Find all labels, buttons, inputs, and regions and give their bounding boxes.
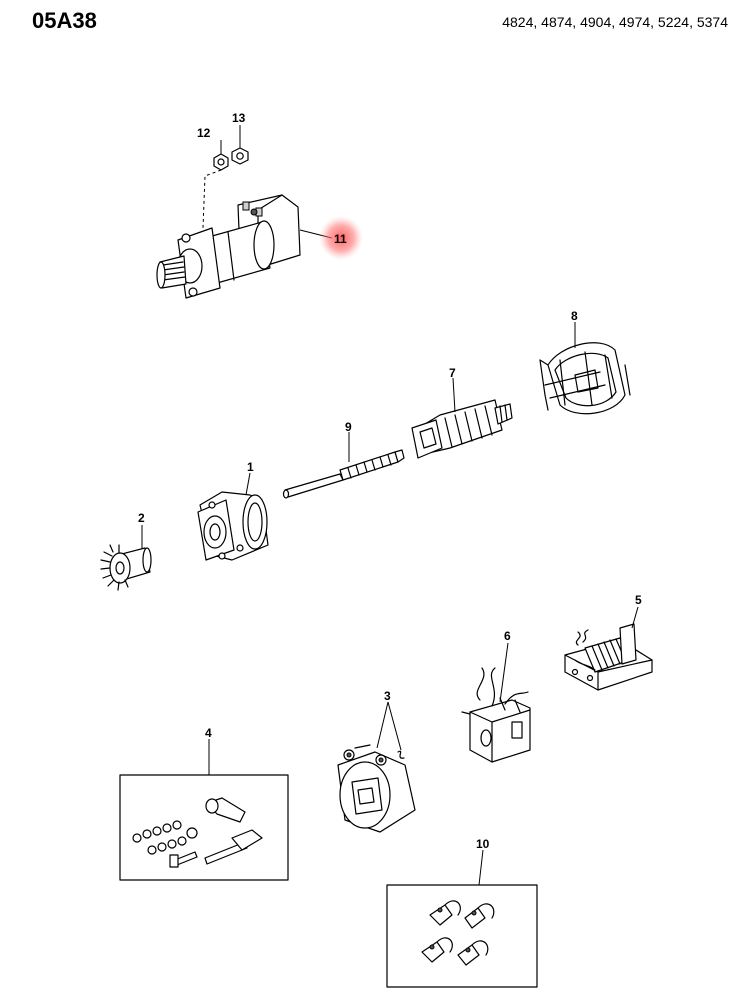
armature[interactable] bbox=[411, 399, 513, 459]
commutator-end-housing[interactable] bbox=[337, 744, 416, 833]
brush-set bbox=[421, 900, 495, 966]
callout-2[interactable]: 2 bbox=[138, 511, 145, 525]
hardware-kit-box[interactable] bbox=[119, 774, 289, 881]
brush-holder-plate[interactable] bbox=[461, 667, 531, 763]
pivot-stud bbox=[204, 841, 248, 865]
callout-8[interactable]: 8 bbox=[571, 309, 578, 323]
through-bolt[interactable] bbox=[282, 449, 405, 499]
callout-6[interactable]: 6 bbox=[504, 629, 511, 643]
callout-10[interactable]: 10 bbox=[476, 837, 490, 851]
page-code: 05A38 bbox=[32, 8, 97, 33]
highlight-marker bbox=[319, 216, 363, 260]
nut-13[interactable] bbox=[231, 147, 249, 165]
nut-12[interactable] bbox=[213, 153, 229, 171]
callout-12[interactable]: 12 bbox=[197, 126, 211, 140]
callout-5[interactable]: 5 bbox=[635, 593, 642, 607]
callout-3[interactable]: 3 bbox=[384, 689, 391, 703]
model-numbers: 4824, 4874, 4904, 4974, 5224, 5374 bbox=[502, 14, 728, 30]
callout-1[interactable]: 1 bbox=[247, 460, 254, 474]
washer-set bbox=[132, 820, 198, 855]
callout-13[interactable]: 13 bbox=[232, 111, 246, 125]
callout-11[interactable]: 11 bbox=[334, 232, 347, 246]
field-coil[interactable] bbox=[539, 342, 631, 415]
brush-kit-box[interactable] bbox=[386, 884, 538, 988]
drive-end-housing[interactable] bbox=[197, 491, 269, 561]
pinion-gear[interactable] bbox=[100, 544, 152, 591]
solenoid[interactable] bbox=[564, 623, 653, 691]
starter-assembly[interactable] bbox=[156, 194, 301, 299]
callout-9[interactable]: 9 bbox=[345, 420, 352, 434]
callout-4[interactable]: 4 bbox=[205, 726, 212, 740]
assembly-dash-line bbox=[202, 169, 222, 229]
callout-7[interactable]: 7 bbox=[449, 366, 456, 380]
